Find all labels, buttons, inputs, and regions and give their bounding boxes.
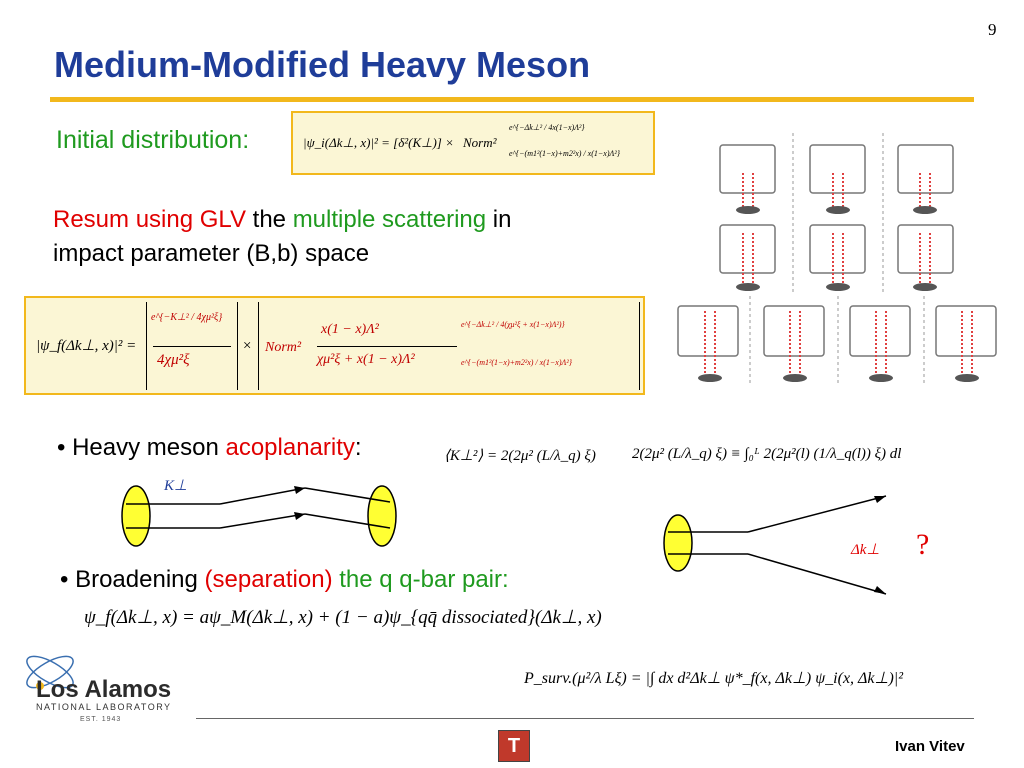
resum-multiple-scattering: multiple scattering (292, 206, 487, 233)
slide-title: Medium-Modified Heavy Meson (54, 44, 591, 85)
resum-in: in (486, 206, 512, 233)
final-eq-exp1: e^{−Δk⊥² / 4(χμ²ξ + x(1−x)Λ²)} (461, 320, 565, 329)
initial-eq-norm: Norm² (463, 135, 497, 150)
logo-est: EST. 1943 (80, 716, 122, 723)
final-eq-bracket-1: e^{−K⊥² / 4χμ²ξ} 4χμ²ξ (146, 302, 238, 390)
title-underline (50, 97, 974, 102)
final-eq-frac-den: χμ²ξ + x(1 − x)Λ² (317, 352, 415, 367)
initial-eq-exp2: e^{−(m1²(1−x)+m2²x) / x(1−x)Λ²} (509, 149, 620, 158)
glv-diagrams-top (719, 133, 954, 293)
acoplanarity-diagram (121, 485, 397, 547)
author-name: Ivan Vitev (895, 738, 965, 755)
fraction-bar (153, 346, 231, 347)
final-eq-lhs: |ψ_f(Δk⊥, x)|² = (36, 338, 137, 354)
t-division-icon: T (498, 730, 530, 762)
acop-eq-2: 2(2μ² (L/λ_q) ξ) ≡ ∫₀ᴸ 2(2μ²(l) (1/λ_q(l… (632, 446, 902, 462)
initial-eq-lhs: |ψ_i(Δk⊥, x)|² = [δ²(K⊥)] × (303, 135, 454, 150)
footer-rule (196, 718, 974, 719)
initial-equation-box: |ψ_i(Δk⊥, x)|² = [δ²(K⊥)] × Norm² e^{−Δk… (291, 111, 655, 175)
resum-the: the (245, 206, 293, 233)
broadening-diagram (663, 495, 887, 595)
question-mark: ? (916, 528, 930, 561)
acop-eq-1: ⟨K⊥²⟩ = 2(2μ² (L/λ_q) ξ) (444, 448, 596, 464)
initial-eq-exp1: e^{−Δk⊥² / 4x(1−x)Λ²} (509, 123, 585, 132)
final-eq-bracket-2: Norm² x(1 − x)Λ² χμ²ξ + x(1 − x)Λ² e^{−Δ… (258, 302, 640, 390)
final-eq-norm: Norm² (265, 340, 302, 355)
slide-number: 9 (988, 20, 997, 39)
acoplanarity-heading: • Heavy meson acoplanarity: (57, 434, 362, 462)
logo-subtitle: NATIONAL LABORATORY (36, 702, 172, 712)
initial-distribution-label: Initial distribution: (56, 126, 250, 154)
delta-k-label: Δk⊥ (851, 542, 880, 558)
atom-icon (26, 655, 74, 690)
bullet: • (57, 434, 66, 461)
final-eq-bracket1-top: e^{−K⊥² / 4χμ²ξ} (151, 312, 223, 323)
logo-name: Los Alamos (36, 676, 172, 703)
resum-glv: Resum using GLV (53, 206, 246, 233)
final-eq-exp2: e^{−(m1²(1−x)+m2²x) / x(1−x)Λ²} (461, 358, 572, 367)
acop-keyword: acoplanarity (225, 434, 355, 461)
final-eq-frac-num: x(1 − x)Λ² (321, 322, 379, 337)
broad-separation: (separation) (204, 566, 333, 593)
acop-colon: : (354, 434, 362, 461)
bullet: • (60, 566, 69, 593)
broadening-equation: ψ_f(Δk⊥, x) = aψ_M(Δk⊥, x) + (1 − a)ψ_{q… (84, 607, 602, 628)
final-equation-box: |ψ_f(Δk⊥, x)|² = e^{−K⊥² / 4χμ²ξ} 4χμ²ξ … (24, 296, 645, 395)
broadening-heading: • Broadening (separation) the q q-bar pa… (60, 566, 509, 594)
fraction-bar (317, 346, 457, 347)
broad-prefix: Broadening (75, 566, 205, 593)
resum-line-1: Resum using GLV the multiple scattering … (53, 206, 511, 234)
resum-line-2: impact parameter (B,b) space (53, 240, 370, 267)
survival-probability-equation: P_surv.(μ²/λ Lξ) = |∫ dx d²Δk⊥ ψ*_f(x, Δ… (524, 670, 903, 687)
final-eq-times: × (242, 338, 253, 354)
broad-pair: the q q-bar pair: (332, 566, 509, 593)
k-perp-label: K⊥ (164, 478, 188, 494)
final-eq-bracket1-bottom: 4χμ²ξ (157, 352, 190, 368)
acop-prefix: Heavy meson (72, 434, 226, 461)
glv-diagrams-bottom (677, 296, 997, 386)
los-alamos-logo: Los Alamos NATIONAL LABORATORY EST. 1943 (20, 640, 190, 730)
